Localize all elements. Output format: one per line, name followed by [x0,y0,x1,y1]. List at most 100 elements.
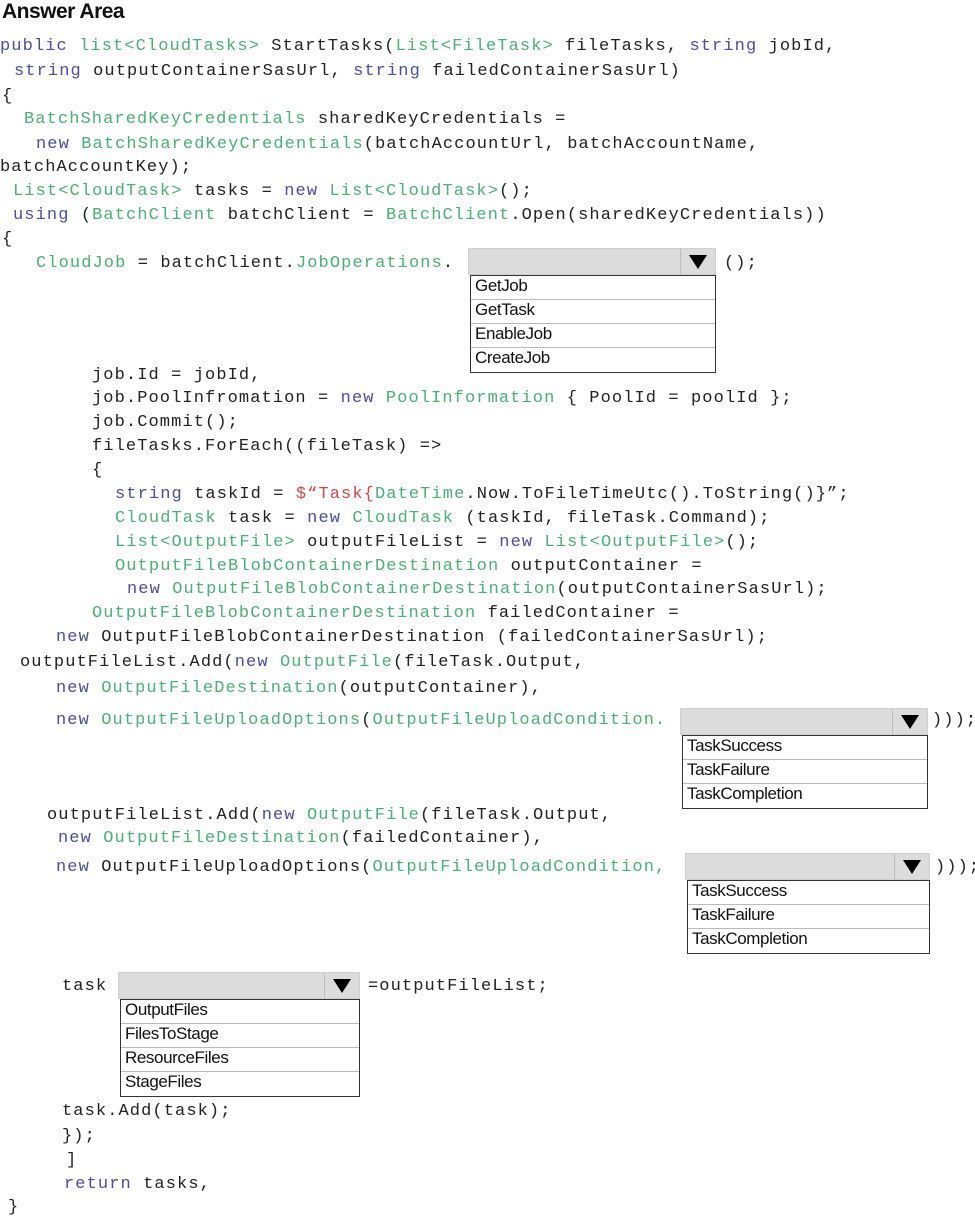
code-line: job.Id = jobId, [92,366,262,386]
code-text: ))); [932,711,975,730]
dropdown-select[interactable] [680,708,928,735]
code-text: =outputFileList; [368,977,549,996]
code-text: (batchAccountUrl, batchAccountName, [363,135,760,154]
code-text: (); [725,533,760,552]
code-line: new OutputFileDestination(failedContaine… [58,829,544,849]
code-text: { PoolId = poolId }; [555,389,793,408]
code-type: List<OutputFile> [544,533,726,552]
code-line: job.PoolInfromation = new PoolInformatio… [92,389,793,409]
dropdown-select[interactable] [468,248,716,275]
code-text: taskId = [182,485,296,504]
code-text: = batchClient. [126,254,296,273]
code-text: tasks, [131,1175,211,1194]
code-text: { [2,87,14,106]
code-text: batchAccountKey); [0,158,193,177]
code-text: batchClient = [216,206,386,225]
code-text: sharedKeyCredentials = [306,110,567,129]
code-type: List<CloudTask> [329,182,499,201]
code-line: CloudTask task = new CloudTask (taskId, … [115,509,771,529]
dropdown-option[interactable]: TaskFailure [688,905,929,929]
code-keyword: string [689,37,758,56]
code-line: BatchSharedKeyCredentials sharedKeyCrede… [24,110,567,130]
code-line: job.Commit(); [92,413,239,433]
chevron-down-icon[interactable] [894,854,929,879]
code-string: $“Task{ [295,485,375,504]
code-text: fileTasks.ForEach((fileTask) => [92,437,443,456]
dropdown-option[interactable]: FilesToStage [121,1024,359,1048]
code-text: (fileTask.Output, [392,653,586,672]
code-text: tasks = [182,182,285,201]
code-line: outputFileList.Add(new OutputFile(fileTa… [47,806,612,826]
code-text: task = [216,509,308,528]
dropdown-option[interactable]: TaskCompletion [687,784,803,803]
code-line: return tasks, [64,1175,211,1195]
code-keyword: new [284,182,330,201]
code-keyword: new [127,580,173,599]
code-type: OutputFileDestination [101,679,339,698]
dropdown-option[interactable]: TaskSuccess [683,736,927,760]
dropdown-option[interactable]: TaskCompletion [692,929,808,948]
code-keyword: new [234,653,280,672]
code-type: OutputFileDestination [103,829,341,848]
dropdown-select[interactable] [685,853,930,880]
code-keyword: new [340,389,386,408]
code-keyword: string [14,62,82,81]
code-text: . [442,254,455,273]
dropdown-option[interactable]: ResourceFiles [121,1048,359,1072]
code-text: outputContainer = [499,557,703,576]
code-type: BatchClient [92,206,217,225]
code-type: List<FileTask> [395,37,554,56]
code-keyword: string [115,485,183,504]
code-line: OutputFileBlobContainerDestination faile… [92,604,680,624]
code-text: }); [62,1127,96,1146]
code-type: OutputFileUploadCondition, [372,858,667,877]
code-line: }); [62,1127,96,1147]
code-line: { [2,230,13,250]
code-line: { [2,87,13,107]
chevron-down-icon[interactable] [892,709,927,734]
code-keyword: public [0,37,80,56]
dropdown-option[interactable]: StageFiles [125,1072,202,1091]
dropdown-option[interactable]: CreateJob [475,348,550,367]
dropdown-option[interactable]: GetJob [471,276,715,300]
code-text: (); [499,182,533,201]
code-text: task.Add(task); [62,1102,232,1121]
code-type: List<OutputFile> [115,533,296,552]
code-type: OutputFileUploadOptions [101,711,362,730]
code-line: CloudJob = batchClient.JobOperations. [36,254,454,274]
code-text: { [2,230,14,249]
code-line: =outputFileList; [368,977,549,997]
code-line: outputFileList.Add(new OutputFile(fileTa… [20,653,585,673]
code-text: (); [724,254,758,273]
code-text: ( [361,711,373,730]
code-line: string taskId = $“Task{DateTime.Now.ToFi… [115,485,850,505]
chevron-down-icon[interactable] [680,249,715,274]
code-type: OutputFile [279,653,393,672]
dropdown-select[interactable] [118,972,360,999]
code-type: CloudTask [352,509,455,528]
code-line: { [92,461,103,481]
code-line: new BatchSharedKeyCredentials(batchAccou… [36,135,759,155]
code-text: .Now.ToFileTimeUtc().ToString()}”; [465,485,850,504]
code-text: fileTasks, [553,37,690,56]
dropdown-option[interactable]: TaskSuccess [688,881,929,905]
dropdown-option[interactable]: GetTask [471,300,715,324]
code-text: failedContainer = [476,604,680,623]
dropdown-option[interactable]: EnableJob [471,324,715,348]
code-text: OutputFileBlobContainerDestination (fail… [101,628,769,647]
code-text: ))); [935,858,975,877]
code-type: PoolInformation [385,389,556,408]
dropdown-option[interactable]: OutputFiles [121,1000,359,1024]
code-type: OutputFile [306,806,420,825]
code-line: OutputFileBlobContainerDestination outpu… [115,557,703,577]
dropdown-option[interactable]: TaskFailure [683,760,927,784]
chevron-down-icon[interactable] [324,973,359,998]
code-type: OutputFileBlobContainerDestination [172,580,557,599]
code-line: public list<CloudTasks> StartTasks(List<… [0,37,836,57]
